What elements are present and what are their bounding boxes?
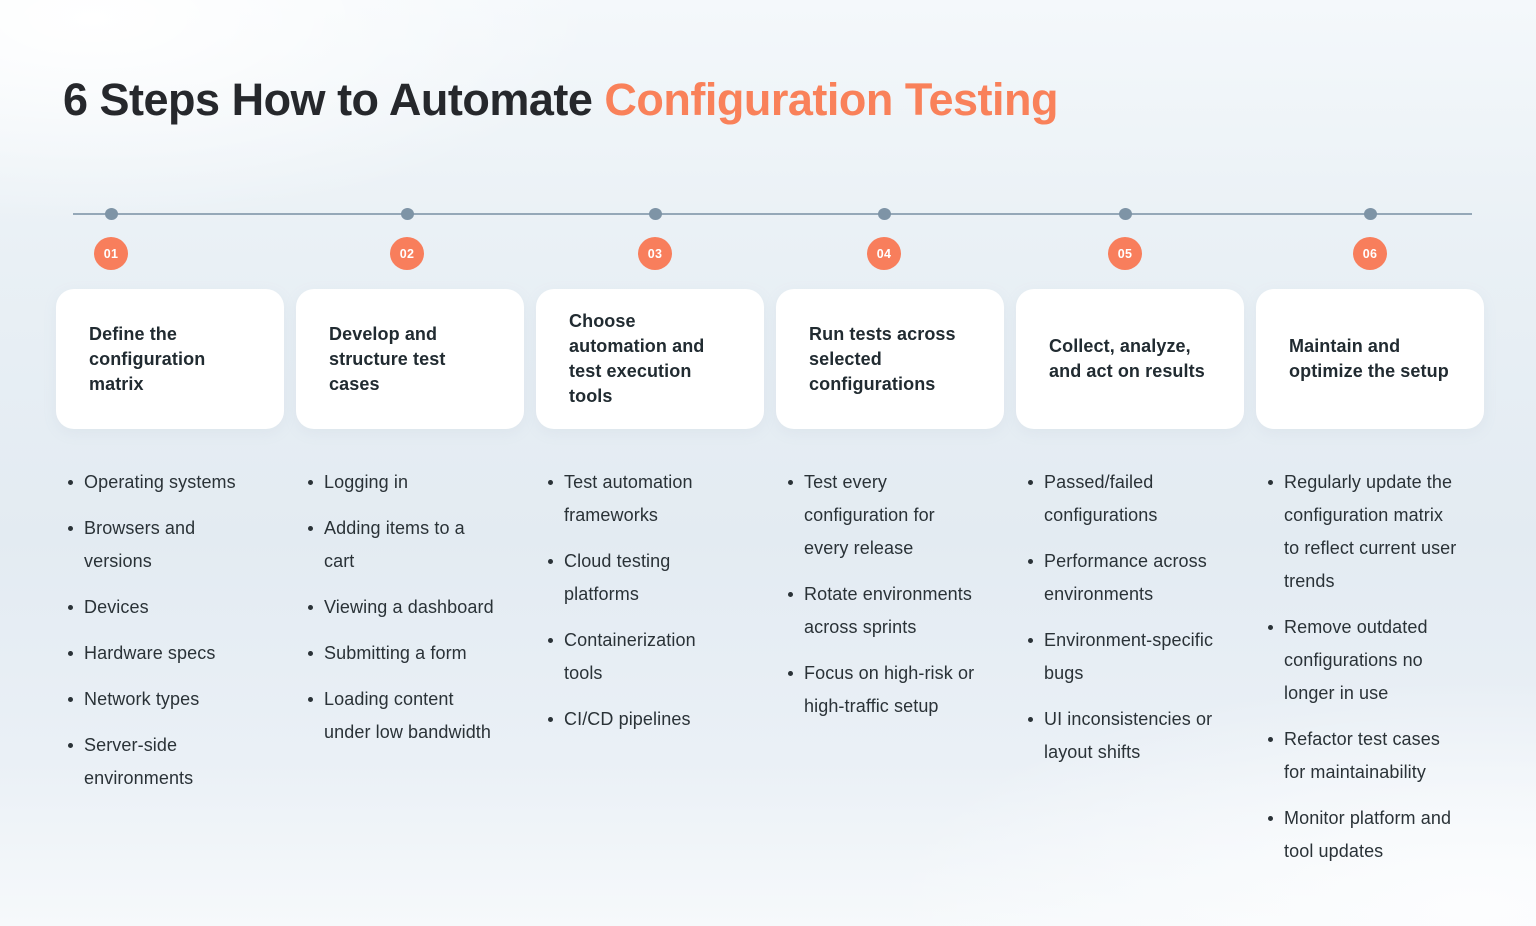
timeline-dot [878,208,891,220]
bullet-item: Network types [56,683,284,716]
bullet-item: Test automation frameworks [536,466,764,532]
step-card-4: Run tests across selected configurations [776,289,1004,429]
timeline-dot [401,208,414,220]
bullet-item: Cloud testing platforms [536,545,764,611]
page-title-prefix: 6 Steps How to Automate [63,74,605,125]
bullet-item: Performance across environments [1016,545,1244,611]
bullet-item: Regularly update the configuration matri… [1256,466,1484,598]
step-bullets-5: Passed/failed configurations Performance… [1016,466,1244,769]
bullet-item: Submitting a form [296,637,524,670]
bullet-item: Focus on high-risk or high-traffic setup [776,657,1004,723]
bullet-item: Environment-specific bugs [1016,624,1244,690]
step-bullets-2: Logging in Adding items to a cart Viewin… [296,466,524,749]
step-column-3: Choose automation and test execution too… [536,289,764,881]
bullet-item: Monitor platform and tool updates [1256,802,1484,868]
step-card-5: Collect, analyze, and act on results [1016,289,1244,429]
bullet-item: Refactor test cases for maintainability [1256,723,1484,789]
bullet-item: Loading content under low bandwidth [296,683,524,749]
bullet-item: Operating systems [56,466,284,499]
timeline-dot [105,208,118,220]
step-title: Choose automation and test execution too… [569,311,705,406]
step-bullets-1: Operating systems Browsers and versions … [56,466,284,795]
step-bullets-6: Regularly update the configuration matri… [1256,466,1484,868]
step-number-badge: 01 [94,237,128,270]
bullet-item: Server-side environments [56,729,284,795]
step-column-1: Define the configuration matrix Operatin… [56,289,284,881]
step-column-5: Collect, analyze, and act on results Pas… [1016,289,1244,881]
step-number-badge: 02 [390,237,424,270]
bullet-item: Logging in [296,466,524,499]
bullet-item: CI/CD pipelines [536,703,764,736]
step-title: Run tests across selected configurations [809,323,956,394]
page-title: 6 Steps How to Automate Configuration Te… [63,74,1058,126]
step-bullets-4: Test every configuration for every relea… [776,466,1004,723]
step-number-badge: 05 [1108,237,1142,270]
step-title: Collect, analyze, and act on results [1049,336,1205,381]
step-column-6: Maintain and optimize the setup Regularl… [1256,289,1484,881]
step-column-4: Run tests across selected configurations… [776,289,1004,881]
step-card-6: Maintain and optimize the setup [1256,289,1484,429]
bullet-item: Rotate environments across sprints [776,578,1004,644]
step-number-badge: 04 [867,237,901,270]
step-title: Define the configuration matrix [89,323,206,394]
step-card-2: Develop and structure test cases [296,289,524,429]
step-card-3: Choose automation and test execution too… [536,289,764,429]
timeline-line [73,213,1472,215]
bullet-item: Containerization tools [536,624,764,690]
step-card-1: Define the configuration matrix [56,289,284,429]
bullet-item: Passed/failed configurations [1016,466,1244,532]
step-number-badge: 06 [1353,237,1387,270]
page-title-highlight: Configuration Testing [604,74,1058,125]
timeline-dot [1119,208,1132,220]
bullet-item: Adding items to a cart [296,512,524,578]
bullet-item: Devices [56,591,284,624]
bullet-item: Viewing a dashboard [296,591,524,624]
bullet-item: Remove outdated configurations no longer… [1256,611,1484,710]
step-title: Develop and structure test cases [329,323,446,394]
bullet-item: UI inconsistencies or layout shifts [1016,703,1244,769]
steps-columns: Define the configuration matrix Operatin… [56,289,1484,881]
bullet-item: Browsers and versions [56,512,284,578]
bullet-item: Hardware specs [56,637,284,670]
step-number-badge: 03 [638,237,672,270]
timeline-dot [649,208,662,220]
step-column-2: Develop and structure test cases Logging… [296,289,524,881]
timeline-dot [1364,208,1377,220]
step-title: Maintain and optimize the setup [1289,336,1449,381]
step-bullets-3: Test automation frameworks Cloud testing… [536,466,764,736]
bullet-item: Test every configuration for every relea… [776,466,1004,565]
